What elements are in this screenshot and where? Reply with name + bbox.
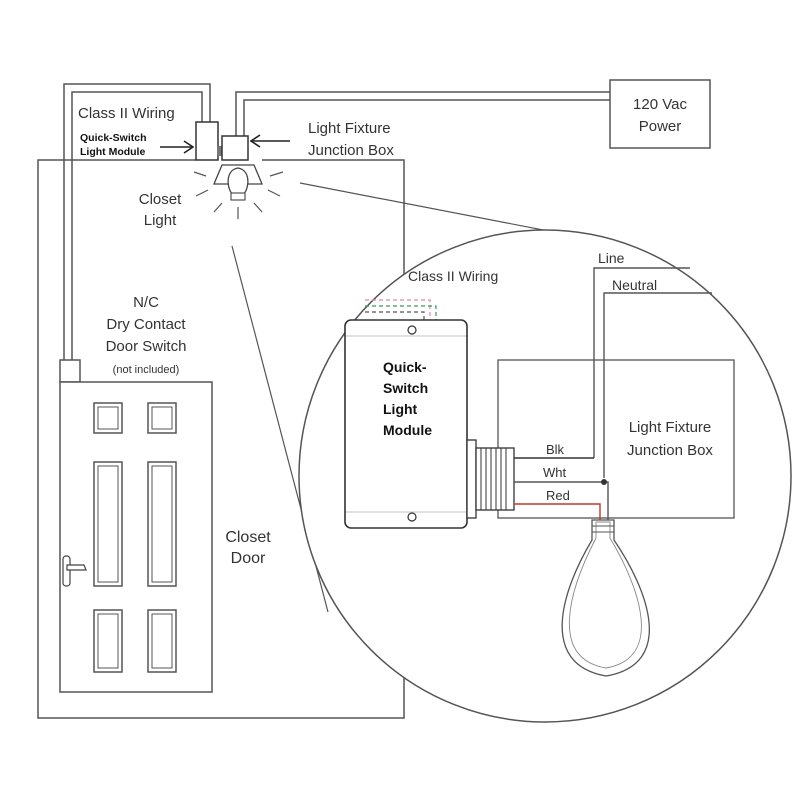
light-fixture-label-line2: Junction Box bbox=[308, 142, 394, 159]
closet-door-label-line2: Door bbox=[231, 550, 266, 567]
closet-light-icon bbox=[193, 164, 284, 219]
detail-junction-box bbox=[497, 359, 735, 519]
threaded-nipple bbox=[466, 439, 515, 519]
door-switch-label-line1: N/C bbox=[133, 294, 159, 311]
closet-door-label-line1: Closet bbox=[225, 529, 271, 546]
light-fixture-label-line1: Light Fixture bbox=[308, 120, 391, 137]
power-wiring-run bbox=[235, 91, 610, 136]
power-source-box bbox=[609, 79, 711, 149]
arrow-to-junction-box bbox=[249, 134, 290, 148]
closet-light-label-line1: Closet bbox=[139, 191, 182, 208]
detail-module-label-line4: Module bbox=[383, 422, 432, 438]
door-switch-label-line4: (not included) bbox=[113, 364, 180, 376]
module-small-connector bbox=[217, 146, 223, 156]
neutral-label: Neutral bbox=[612, 277, 657, 293]
line-label: Line bbox=[598, 250, 625, 266]
door-switch-box bbox=[59, 359, 81, 383]
detail-junction-label-line1: Light Fixture bbox=[629, 419, 712, 436]
detail-junction-label-line2: Junction Box bbox=[627, 442, 713, 459]
detail-module-label-line1: Quick- bbox=[383, 359, 427, 375]
red-wire bbox=[514, 503, 601, 520]
power-label-line1: 120 Vac bbox=[633, 96, 687, 113]
wht-label: Wht bbox=[543, 465, 567, 480]
closet-door bbox=[59, 381, 213, 693]
red-label: Red bbox=[546, 488, 570, 503]
power-label-line2: Power bbox=[639, 118, 682, 135]
wire-splice-dot bbox=[601, 479, 607, 485]
detail-module bbox=[344, 319, 468, 529]
module-small-label-line2: Light Module bbox=[80, 146, 145, 158]
detail-module-label-line3: Light bbox=[383, 401, 418, 417]
door-handle-icon bbox=[62, 555, 87, 587]
junction-box-small bbox=[221, 135, 249, 161]
door-switch-label-line2: Dry Contact bbox=[106, 316, 186, 333]
module-small-label-line1: Quick-Switch bbox=[80, 132, 147, 144]
arrow-to-module bbox=[160, 140, 195, 154]
module-small bbox=[195, 121, 219, 161]
closet-light-label-line2: Light bbox=[144, 212, 177, 229]
detail-class-ii-label: Class II Wiring bbox=[408, 268, 498, 284]
door-switch-label-line3: Door Switch bbox=[106, 338, 187, 355]
blk-label: Blk bbox=[546, 442, 565, 457]
class-ii-wiring-label: Class II Wiring bbox=[78, 105, 175, 122]
line-wire bbox=[593, 267, 690, 458]
class-ii-wiring-run bbox=[63, 83, 211, 360]
neutral-wire bbox=[603, 292, 712, 478]
detail-module-label-line2: Switch bbox=[383, 380, 428, 396]
class-ii-dashed-leads bbox=[365, 299, 437, 320]
light-bulb-icon bbox=[561, 519, 650, 677]
